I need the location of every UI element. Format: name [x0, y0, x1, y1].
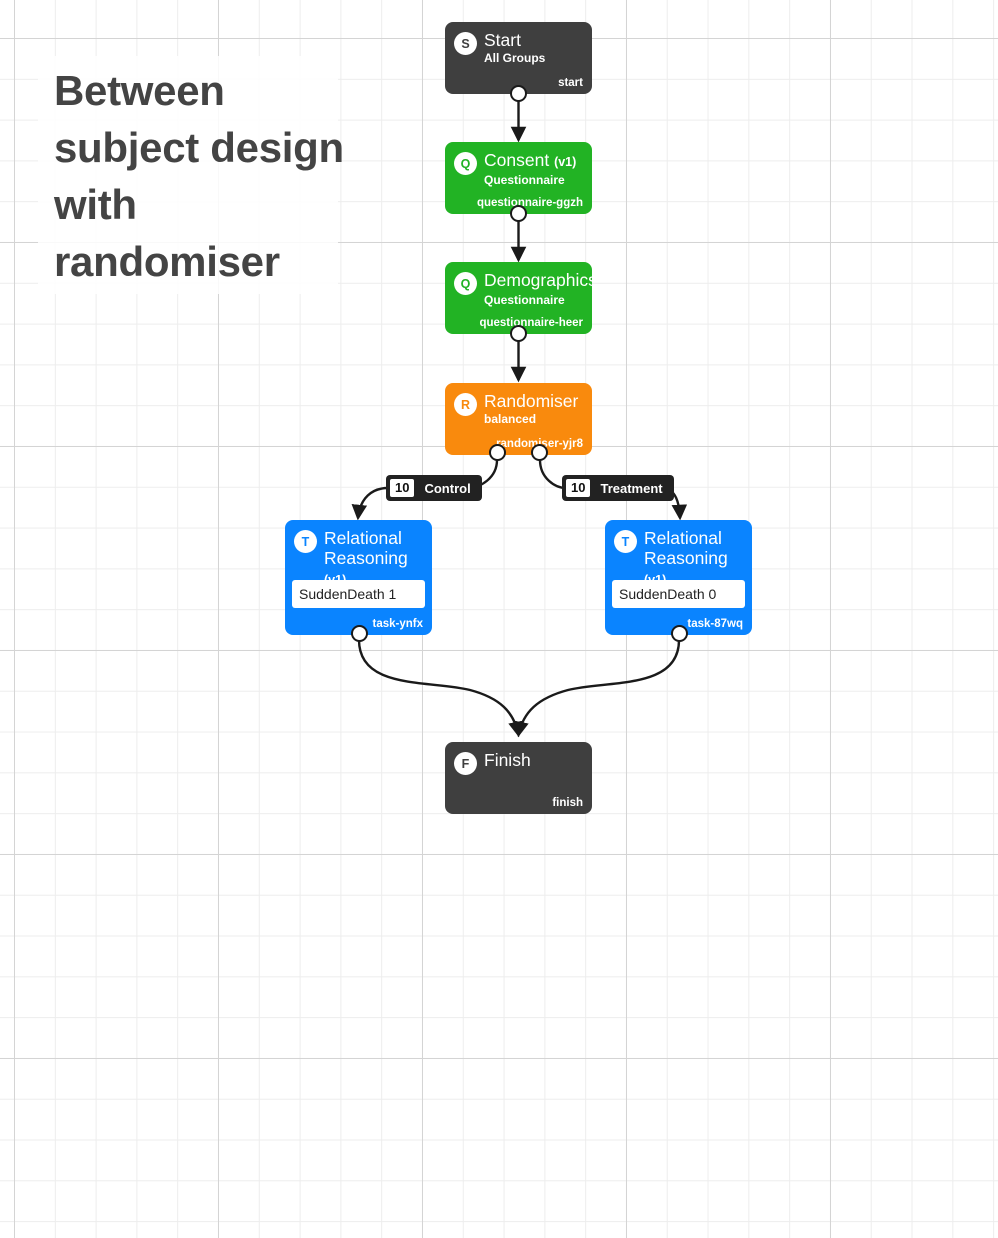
node-task-treatment-id: task-87wq — [687, 618, 743, 630]
node-task-treatment-title-text: Relational Reasoning — [644, 528, 728, 568]
node-randomiser-header: R Randomiser balanced — [445, 383, 592, 427]
node-start-subtitle: All Groups — [484, 51, 546, 65]
node-demographics-id: questionnaire-heer — [479, 317, 583, 329]
branch-control-count: 10 — [390, 479, 415, 497]
node-task-control-title: Relational Reasoning (v1) — [324, 528, 422, 590]
node-consent-title: Consent (v1) — [484, 150, 576, 172]
task-treatment-parameter-value: SuddenDeath 0 — [619, 586, 717, 602]
node-start-title: Start — [484, 30, 521, 50]
node-consent-id: questionnaire-ggzh — [476, 197, 583, 209]
port-randomiser-out-control[interactable] — [489, 444, 506, 461]
task-control-parameter-value: SuddenDeath 1 — [299, 586, 397, 602]
node-start-id: start — [558, 77, 583, 89]
node-consent[interactable]: Q Consent (v1) Questionnaire questionnai… — [445, 142, 592, 214]
node-task-control-id: task-ynfx — [372, 618, 424, 630]
branch-treatment-label: Treatment — [600, 480, 663, 496]
port-task-control-out[interactable] — [351, 625, 368, 642]
task-control-parameter-field[interactable]: SuddenDeath 1 — [292, 580, 425, 608]
node-demographics-title-text: Demographics — [484, 270, 592, 290]
branch-label-treatment[interactable]: 10 Treatment — [562, 475, 674, 501]
port-start-out[interactable] — [510, 85, 527, 102]
node-task-treatment-title: Relational Reasoning (v1) — [644, 528, 742, 590]
port-randomiser-out-treatment[interactable] — [531, 444, 548, 461]
page-title: Between subject design with randomiser — [54, 67, 344, 285]
node-finish-title: Finish — [484, 750, 531, 770]
node-task-control-header: T Relational Reasoning (v1) Task — [285, 520, 432, 606]
node-randomiser-subtitle: balanced — [484, 412, 537, 426]
node-finish-id: finish — [552, 797, 583, 809]
node-consent-title-text: Consent — [484, 150, 550, 170]
node-task-control[interactable]: T Relational Reasoning (v1) Task SuddenD… — [285, 520, 432, 635]
branch-treatment-count: 10 — [566, 479, 591, 497]
branch-control-label: Control — [424, 480, 471, 496]
consent-badge-icon: Q — [454, 152, 477, 175]
node-finish[interactable]: F Finish finish — [445, 742, 592, 814]
edge-task-treatment-to-finish — [513, 639, 681, 738]
node-start[interactable]: S Start All Groups start — [445, 22, 592, 94]
demographics-badge-icon: Q — [454, 272, 477, 295]
node-consent-header: Q Consent (v1) Questionnaire — [445, 142, 592, 188]
port-task-treatment-out[interactable] — [671, 625, 688, 642]
node-randomiser[interactable]: R Randomiser balanced randomiser-yjr8 — [445, 383, 592, 455]
edge-task-control-to-finish — [357, 639, 524, 738]
task-control-badge-icon: T — [294, 530, 317, 553]
node-consent-subtitle: Questionnaire — [484, 173, 565, 187]
edge-control-to-task-control — [351, 486, 389, 521]
randomiser-badge-icon: R — [454, 393, 477, 416]
task-treatment-badge-icon: T — [614, 530, 637, 553]
node-demographics-header: Q Demographics ( Questionnaire — [445, 262, 592, 308]
node-finish-header: F Finish — [445, 742, 592, 775]
node-task-treatment[interactable]: T Relational Reasoning (v1) Task SuddenD… — [605, 520, 752, 635]
finish-badge-icon: F — [454, 752, 477, 775]
branch-label-control[interactable]: 10 Control — [386, 475, 482, 501]
start-badge-icon: S — [454, 32, 477, 55]
port-demographics-out[interactable] — [510, 325, 527, 342]
node-demographics-title: Demographics ( — [484, 270, 592, 292]
node-start-header: S Start All Groups — [445, 22, 592, 66]
task-treatment-parameter-field[interactable]: SuddenDeath 0 — [612, 580, 745, 608]
node-demographics-subtitle: Questionnaire — [484, 293, 565, 307]
port-consent-out[interactable] — [510, 205, 527, 222]
node-consent-version: (v1) — [554, 155, 577, 169]
node-demographics[interactable]: Q Demographics ( Questionnaire questionn… — [445, 262, 592, 334]
node-task-control-title-text: Relational Reasoning — [324, 528, 408, 568]
node-randomiser-title: Randomiser — [484, 391, 579, 411]
